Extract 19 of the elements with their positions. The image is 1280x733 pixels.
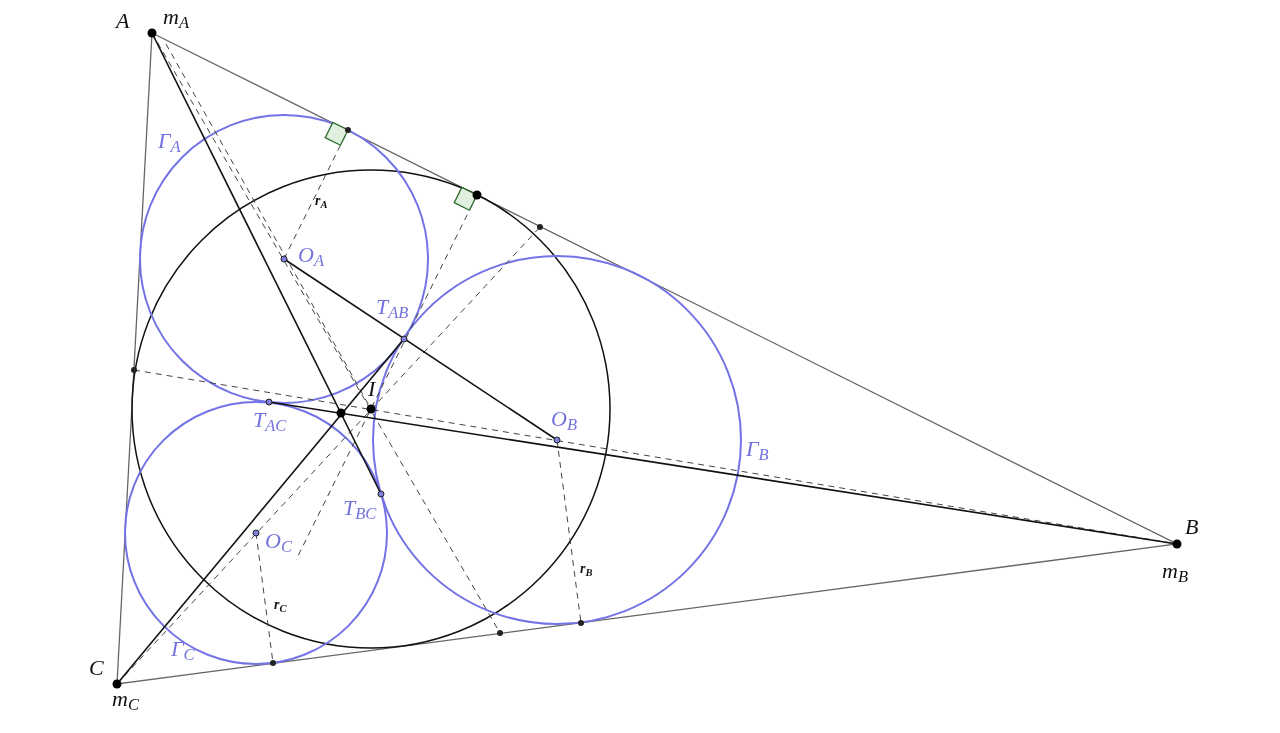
point-label: m$_{C}$ [112,688,139,710]
circle-label: Γ$_{B}$ [746,438,769,460]
point-label: m$_{B}$ [1162,560,1188,582]
circle-label: T$_{AB}$ [376,296,409,318]
circle-label: O$_{C}$ [265,530,292,552]
circle-label: T$_{AC}$ [253,409,287,431]
circle-label: O$_{B}$ [551,408,577,430]
point-label: C [89,657,104,679]
radius-label: r$_{C}$ [274,598,287,612]
circle-label: T$_{BC}$ [343,497,377,519]
radius-label: r$_{A}$ [315,194,328,208]
point-label: m$_{A}$ [163,6,189,28]
radius-label: r$_{B}$ [580,562,593,576]
circle-label: O$_{A}$ [298,244,324,266]
circle-label: Γ$_{C}$ [171,638,195,660]
point-label: I [368,378,376,400]
point-label: B [1185,516,1199,538]
point-label: A [116,10,130,32]
circle-label: Γ$_{A}$ [158,130,181,152]
